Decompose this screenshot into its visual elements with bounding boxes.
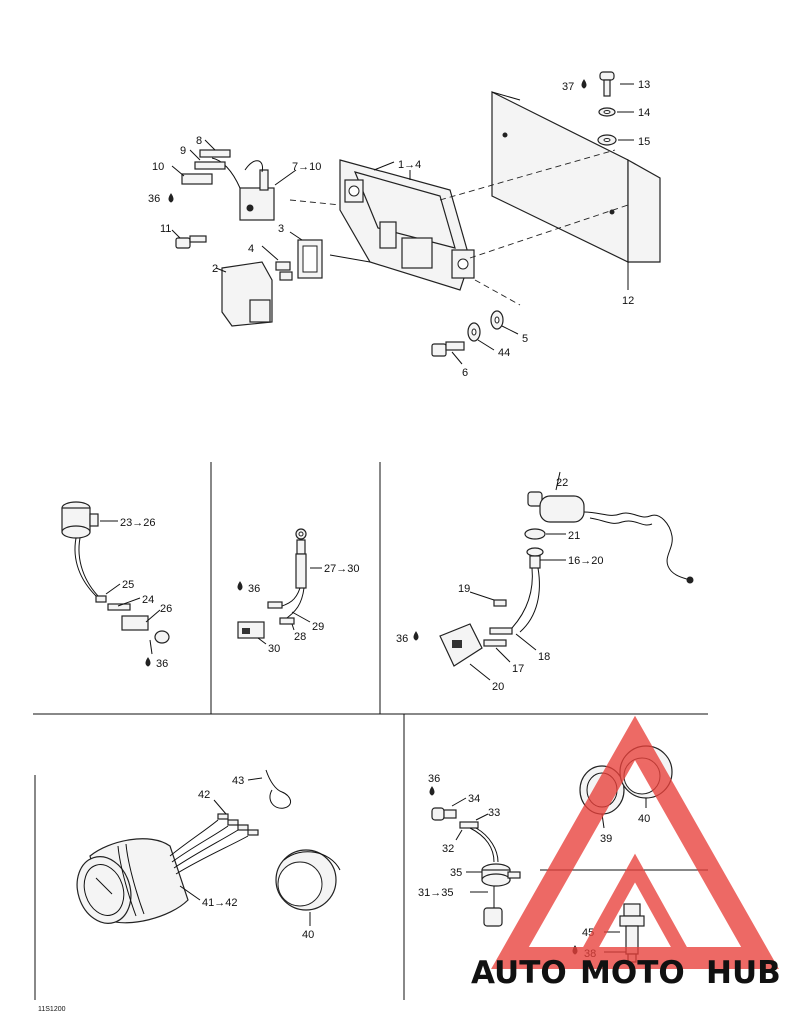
label-27-30: 27→30 [324, 563, 359, 575]
label-24: 24 [142, 594, 154, 606]
control-module [339, 159, 475, 291]
top-assembly: 1→4 2 3 4 5 6 7→10 8 9 10 11 12 13 14 15… [148, 71, 661, 379]
label-32: 32 [442, 843, 454, 855]
drop-icon [413, 631, 419, 641]
label-4: 4 [248, 243, 254, 255]
drop-icon [237, 581, 243, 591]
label-3: 3 [278, 223, 284, 235]
label-10: 10 [152, 161, 164, 173]
label-31-35: 31→35 [418, 887, 453, 899]
drop-icon [168, 193, 174, 203]
watermark-hub: HUB [706, 955, 781, 991]
terminals-8-9-10 [171, 139, 231, 185]
label-41-42: 41→42 [202, 897, 237, 909]
fuse-holder-3 [289, 231, 323, 279]
mounting-bracket [491, 91, 661, 290]
label-29: 29 [312, 621, 324, 633]
label-36: 36 [156, 658, 168, 670]
label-12: 12 [622, 295, 634, 307]
label-36: 36 [248, 583, 260, 595]
label-40: 40 [302, 929, 314, 941]
label-20: 20 [492, 681, 504, 693]
label-19: 19 [458, 583, 470, 595]
sender-31-45: 36 34 33 32 35 31→35 40 39 45 38 [418, 745, 673, 963]
relay-2 [215, 261, 273, 327]
label-37: 37 [562, 81, 574, 93]
washer-15 [597, 134, 634, 146]
label-9: 9 [180, 145, 186, 157]
label-21: 21 [568, 530, 580, 542]
label-43: 43 [232, 775, 244, 787]
label-44: 44 [498, 347, 510, 359]
label-25: 25 [122, 579, 134, 591]
label-8: 8 [196, 135, 202, 147]
label-13: 13 [638, 79, 650, 91]
washer-44 [467, 322, 495, 351]
spark-lead-16-22: 22 21 16→20 19 18 17 20 36 [396, 471, 694, 693]
bolt-6 [431, 341, 465, 365]
label-16-20: 16→20 [568, 555, 603, 567]
watermark-text: AUTO MOTO HUB [471, 955, 781, 991]
label-30: 30 [268, 643, 280, 655]
label-42: 42 [198, 789, 210, 801]
connector-housing [211, 157, 275, 221]
watermark-moto: MOTO [580, 955, 685, 991]
drop-icon [429, 786, 435, 796]
fuse-4 [261, 245, 293, 281]
gauge-40-43: 43 42 41→42 40 [76, 769, 341, 941]
label-1-4: 1→4 [398, 159, 421, 171]
label-17: 17 [512, 663, 524, 675]
label-36: 36 [428, 773, 440, 785]
label-7-10: 7→10 [292, 161, 321, 173]
label-6: 6 [462, 367, 468, 379]
label-23-26: 23→26 [120, 517, 155, 529]
label-18: 18 [538, 651, 550, 663]
watermark-auto: AUTO [471, 955, 567, 991]
drop-icon [581, 79, 587, 89]
washer-14 [598, 107, 634, 117]
label-34: 34 [468, 793, 480, 805]
bolt-13 [599, 71, 634, 97]
screw-11 [171, 229, 207, 249]
section-dividers [33, 462, 708, 1000]
label-11: 11 [160, 223, 171, 235]
sensor-27-30: 27→30 28 29 30 36 [237, 528, 359, 655]
label-26: 26 [160, 603, 172, 615]
watermark-triangle-inner [573, 853, 697, 965]
drop-icon [145, 657, 151, 667]
label-35: 35 [450, 867, 462, 879]
label-5: 5 [522, 333, 528, 345]
sensor-23-26: 23→26 24 25 26 36 [61, 501, 172, 670]
label-15: 15 [638, 136, 650, 148]
label-40: 40 [638, 813, 650, 825]
drawing-code: 11S1200 [38, 1006, 66, 1013]
label-2: 2 [212, 263, 218, 275]
label-36: 36 [396, 633, 408, 645]
watermark-logo [491, 715, 779, 969]
label-33: 33 [488, 807, 500, 819]
label-28: 28 [294, 631, 306, 643]
label-39: 39 [600, 833, 612, 845]
label-36: 36 [148, 193, 160, 205]
label-22: 22 [556, 477, 568, 489]
washer-5 [490, 310, 519, 335]
label-14: 14 [638, 107, 650, 119]
